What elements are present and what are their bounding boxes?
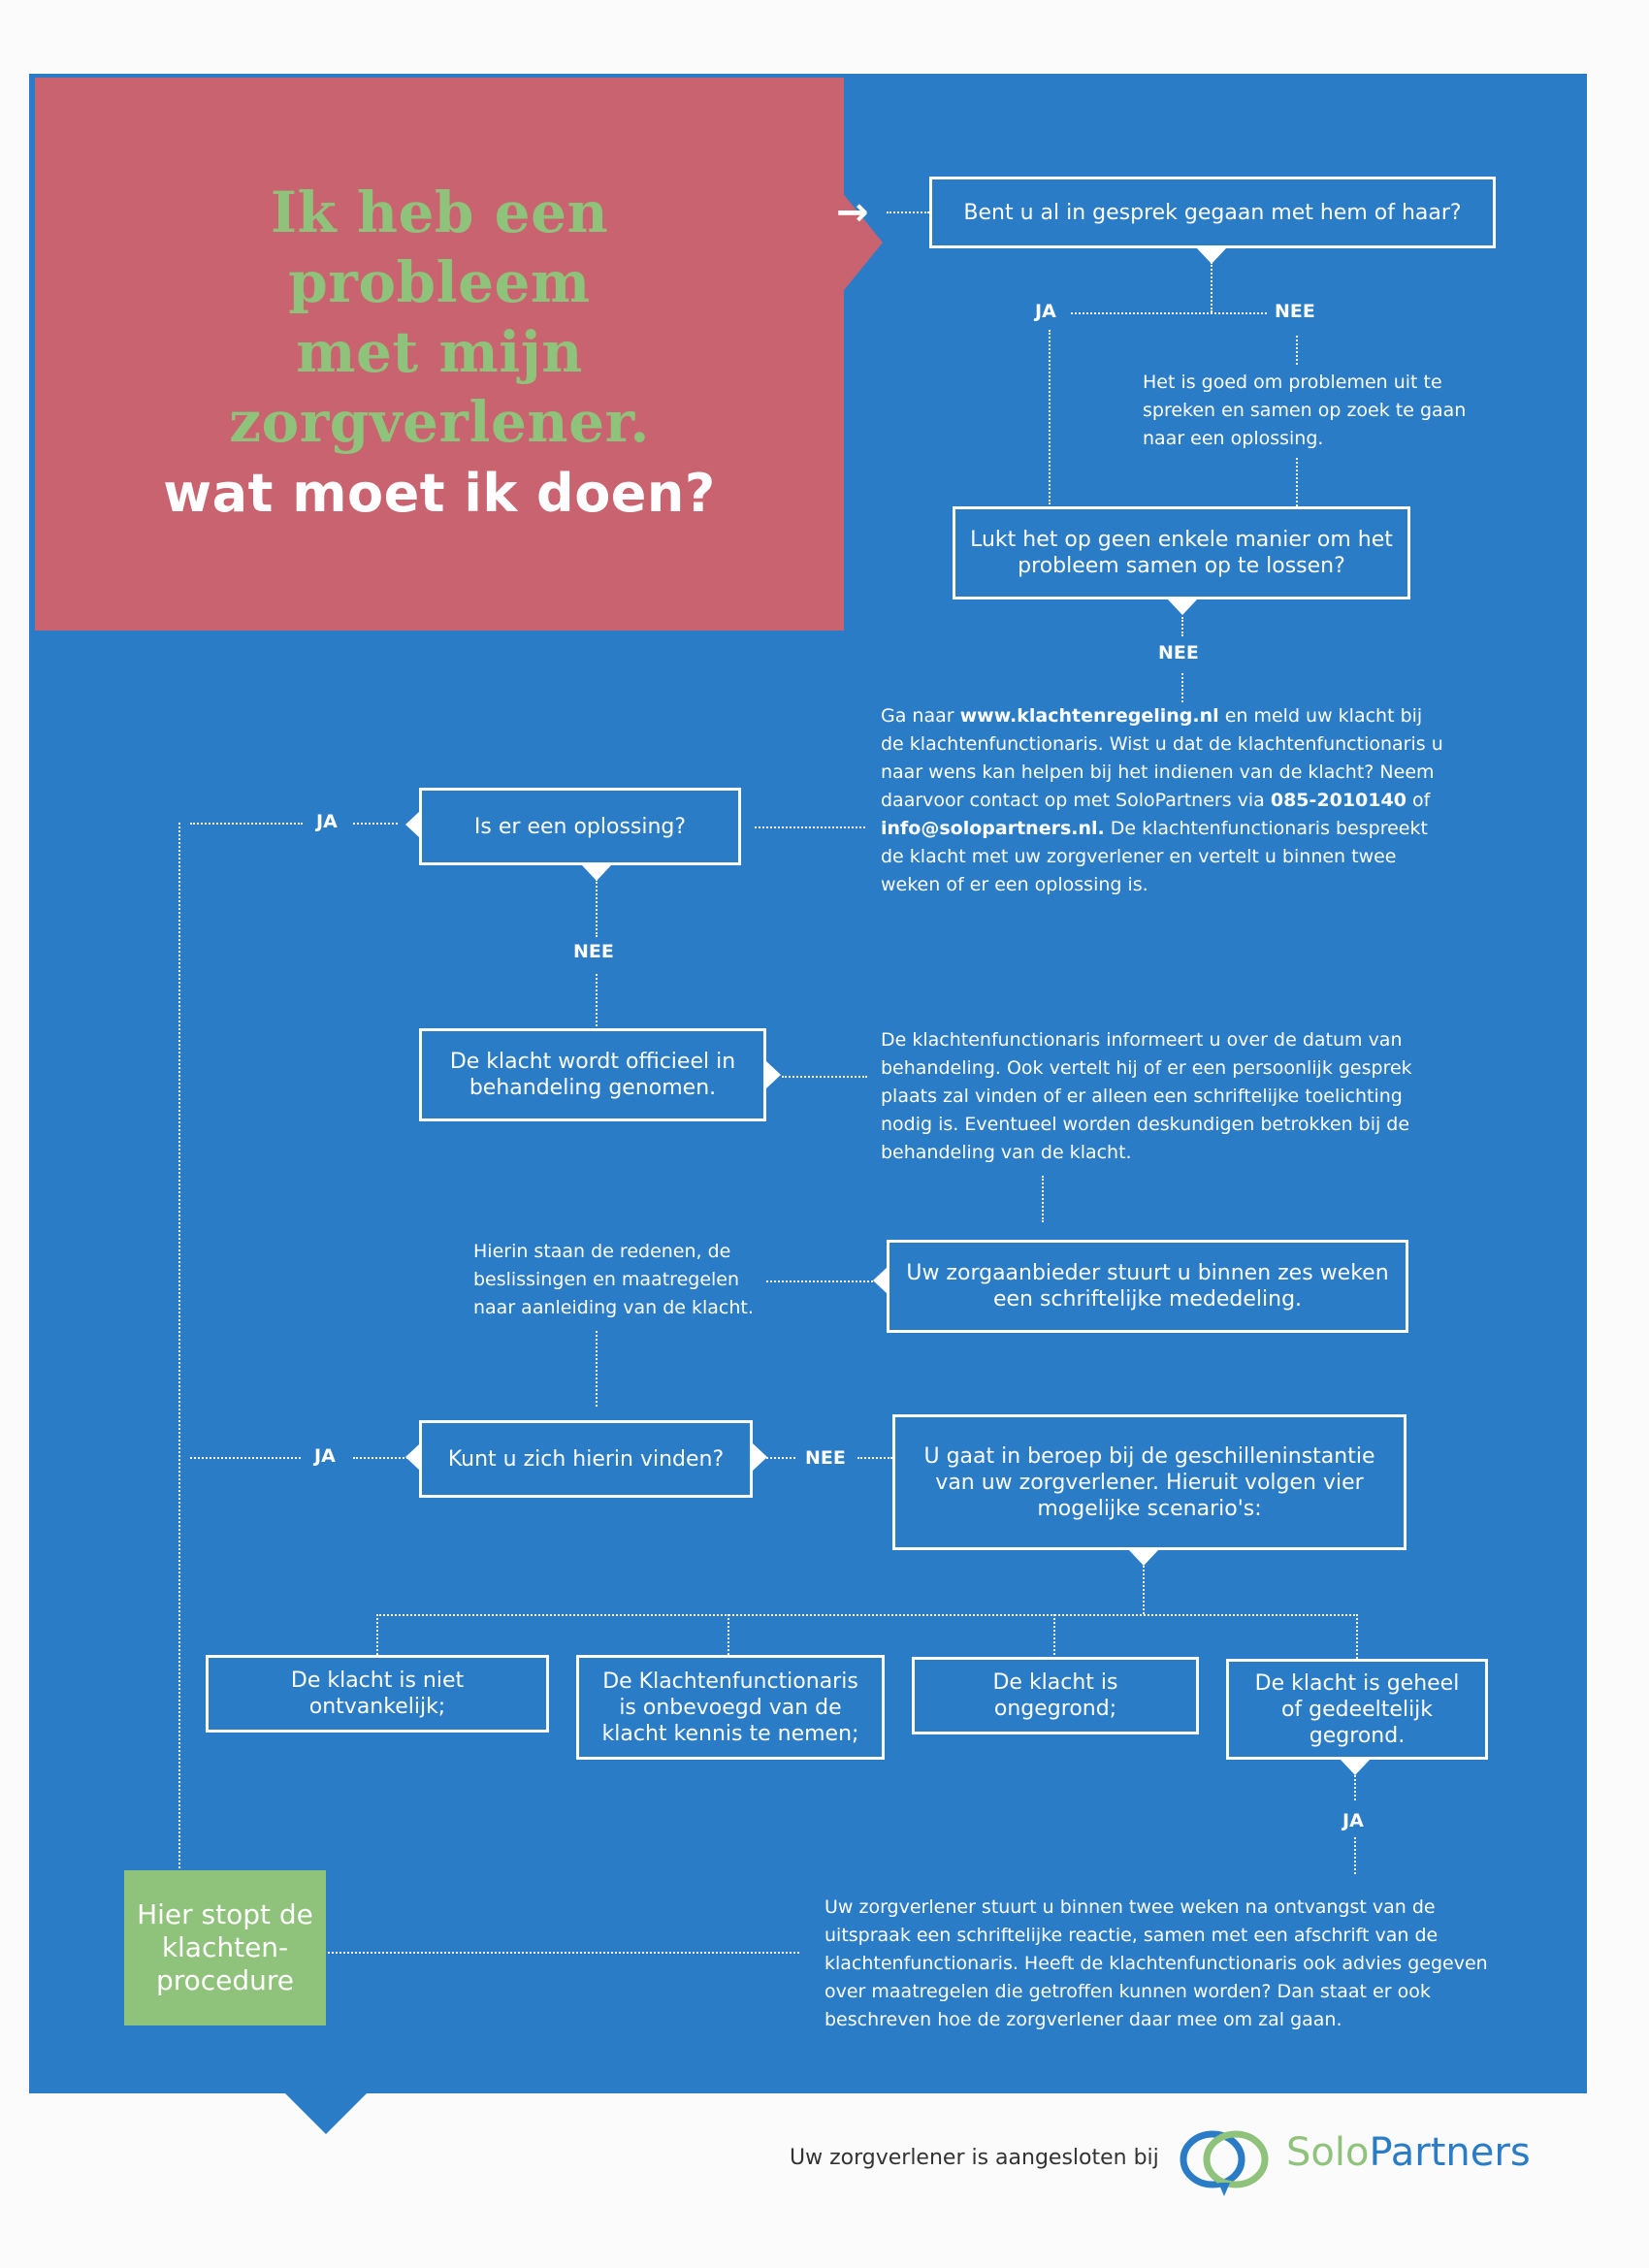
pointer-left-icon — [873, 1267, 888, 1294]
connector-s3-split — [1143, 1566, 1145, 1614]
connector-note3-s2 — [1042, 1176, 1044, 1222]
connector-sc4 — [1356, 1614, 1358, 1659]
note-text: Ga naar — [881, 705, 960, 727]
email-link[interactable]: info@solopartners.nl. — [881, 818, 1105, 839]
question-agree-box: Kunt u zich hierin vinden? — [419, 1420, 753, 1498]
note-talk-it-out: Het is goed om problemen uit te spreken … — [1143, 372, 1467, 449]
hero-subtitle: wat moet ik doen? — [163, 463, 716, 524]
question-talked-box: Bent u al in gesprek gegaan met hem of h… — [929, 177, 1496, 248]
brand-partners: Partners — [1369, 2130, 1531, 2175]
connector-sc4-ja — [1354, 1771, 1356, 1800]
pointer-down-icon — [1341, 1760, 1370, 1775]
pointer-right-icon — [753, 1443, 767, 1471]
footer-affiliation-text: Uw zorgverlener is aangesloten bij — [790, 2146, 1159, 2170]
hero-title-line-4: zorgverlener. — [229, 389, 650, 455]
pointer-down-icon — [1168, 599, 1197, 615]
website-link[interactable]: www.klachtenregeling.nl — [959, 705, 1219, 727]
connector-s2-note4 — [766, 1280, 873, 1282]
step-written-notice-box: Uw zorgaanbieder stuurt u binnen zes wek… — [887, 1240, 1408, 1333]
label-nee: NEE — [1158, 642, 1199, 664]
label-ja: JA — [1342, 1810, 1364, 1831]
connector-q3-nee — [596, 879, 598, 937]
connector-ja-left-2 — [190, 1457, 301, 1459]
hero-title-line-3: met mijn — [296, 319, 583, 385]
pointer-left-icon — [405, 1443, 420, 1471]
label-nee: NEE — [1275, 301, 1315, 322]
scenario-founded-box: De klacht is geheel of gedeeltelijk gegr… — [1226, 1659, 1488, 1760]
connector-q4-nee — [762, 1457, 795, 1459]
pointer-right-icon — [766, 1061, 781, 1088]
note-text: De klachtenfunctionaris bespreekt de kla… — [881, 818, 1428, 895]
phone-number[interactable]: 085-2010140 — [1270, 790, 1406, 811]
note-text: en meld uw klacht bij de klachtenfunctio… — [881, 705, 1443, 811]
brand-solo: Solo — [1286, 2130, 1370, 2175]
label-ja: JA — [314, 1445, 336, 1467]
label-ja: JA — [316, 811, 338, 832]
label-ja: JA — [1035, 301, 1056, 322]
note-text: of — [1406, 790, 1431, 811]
note-contact-complaints-officer: Ga naar www.klachtenregeling.nl en meld … — [881, 702, 1447, 899]
scenario-unfounded-box: De klacht is ongegrond; — [912, 1657, 1199, 1734]
connector-ja-note5 — [1354, 1837, 1356, 1874]
hero-title-line-1: Ik heb een — [270, 179, 609, 245]
question-no-solution-box: Lukt het op geen enkele manier om het pr… — [953, 506, 1410, 599]
pointer-down-icon — [1129, 1550, 1158, 1566]
connector-hero-q1 — [887, 211, 929, 213]
connector-note4-q4 — [596, 1331, 598, 1407]
connector-s1-note3 — [782, 1076, 867, 1078]
connector-q3-ja — [353, 823, 398, 825]
connector-note5-stop — [328, 1952, 799, 1954]
step-appeal-box: U gaat in beroep bij de geschilleninstan… — [892, 1414, 1406, 1550]
connector-sc3 — [1053, 1614, 1055, 1655]
speech-bubbles-icon — [1180, 2130, 1269, 2196]
procedure-stop-block: Hier stopt de klachten-procedure — [124, 1870, 326, 2025]
label-nee: NEE — [805, 1447, 846, 1469]
step-official-handling-box: De klacht wordt officieel in behandeling… — [419, 1028, 766, 1121]
note-handling-details: De klachtenfunctionaris informeert u ove… — [881, 1029, 1412, 1163]
note-written-reaction: Uw zorgverlener stuurt u binnen twee wek… — [824, 1896, 1488, 2030]
connector-ja-q2 — [1049, 330, 1051, 504]
question-solution-box: Is er een oplossing? — [419, 788, 741, 865]
pointer-down-icon — [582, 865, 611, 881]
hero-arrow-tab — [832, 180, 883, 305]
connector-nee-s3 — [857, 1457, 892, 1459]
connector-nee-s1 — [596, 974, 598, 1026]
connector-ja-nee-row — [1071, 312, 1267, 314]
connector-q4-ja — [353, 1457, 415, 1459]
hero-block: Ik heb een probleem met mijn zorgverlene… — [35, 78, 844, 631]
panel-notch — [285, 2093, 367, 2134]
connector-ja-left — [190, 823, 303, 825]
note-reasons: Hierin staan de redenen, de beslissingen… — [473, 1241, 754, 1318]
connector-note2-q3 — [755, 826, 865, 828]
connector-note1-q2 — [1296, 458, 1298, 506]
pointer-left-icon — [405, 811, 420, 838]
connector-left-rail — [178, 823, 180, 1868]
scenario-not-competent-box: De Klachtenfunctionaris is onbevoegd van… — [576, 1655, 885, 1760]
brand-wordmark: SoloPartners — [1286, 2130, 1531, 2175]
connector-sc1 — [376, 1614, 378, 1655]
connector-scenarios-row — [376, 1614, 1358, 1616]
pointer-down-icon — [1197, 248, 1226, 264]
connector-nee-note2 — [1181, 673, 1183, 702]
connector-q1-split — [1211, 262, 1212, 312]
hero-title-line-2: probleem — [288, 249, 591, 315]
connector-q2-nee — [1181, 617, 1183, 636]
scenario-not-admissible-box: De klacht is niet ontvankelijk; — [206, 1655, 549, 1733]
connector-sc2 — [728, 1614, 729, 1655]
label-nee: NEE — [573, 941, 614, 962]
arrow-right-icon: → — [836, 190, 869, 235]
connector-nee-note1 — [1296, 336, 1298, 365]
